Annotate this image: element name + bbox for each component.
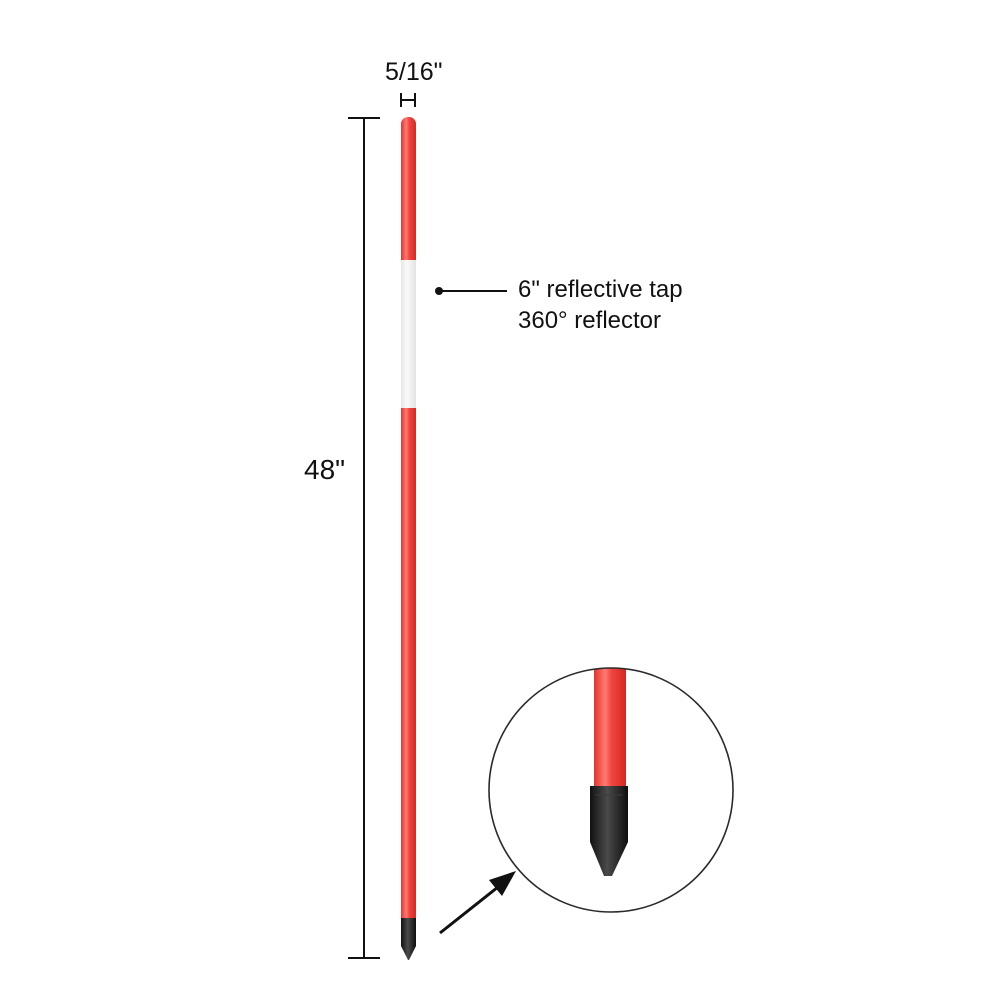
- diameter-label: 5/16": [385, 58, 443, 86]
- detail-arrow: [439, 871, 516, 935]
- tip-detail-magnifier: [488, 667, 734, 913]
- fiberglass-stake: [401, 117, 416, 960]
- length-dimension-marker: [348, 117, 380, 959]
- width-dimension-marker: [400, 93, 416, 107]
- callout-line-1: 6" reflective tap: [518, 276, 683, 303]
- length-label: 48": [304, 454, 346, 485]
- reflective-band: [401, 260, 416, 408]
- callout-leader: [435, 287, 507, 295]
- black-tip: [401, 918, 416, 960]
- callout-line-2: 360° reflector: [518, 307, 662, 334]
